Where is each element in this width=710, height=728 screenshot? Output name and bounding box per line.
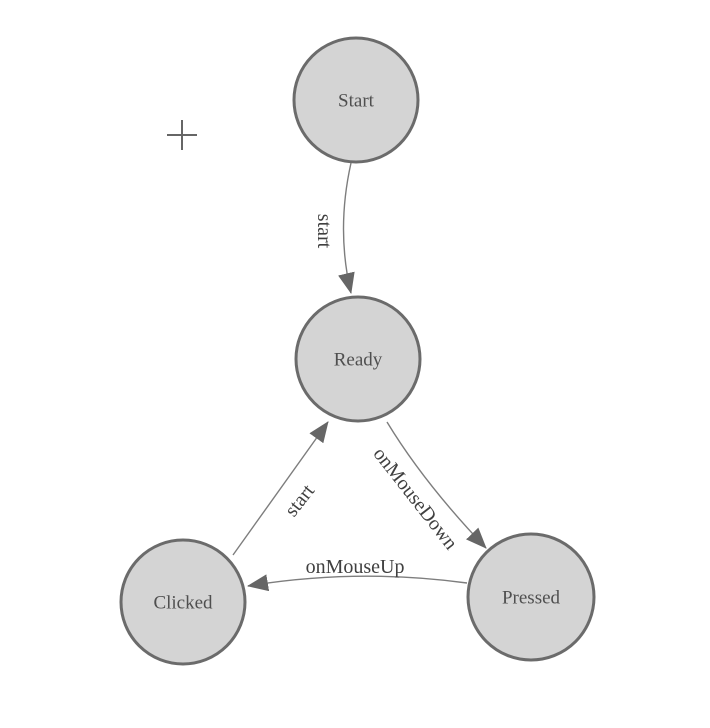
node-circle[interactable] <box>119 538 247 666</box>
edge-path[interactable] <box>247 574 468 592</box>
edge-path[interactable] <box>386 421 487 549</box>
node-circle[interactable] <box>294 295 422 423</box>
node-label: Clicked <box>153 593 213 614</box>
edge-label: onMouseUp <box>306 556 405 578</box>
node-label: Ready <box>334 350 383 371</box>
node-pressed[interactable]: Pressed <box>466 532 596 662</box>
node-circle[interactable] <box>292 36 420 164</box>
edge-clicked-to-ready[interactable]: start <box>232 421 329 556</box>
edge-path[interactable] <box>338 162 355 294</box>
node-ready[interactable]: Ready <box>294 295 422 423</box>
edge-path[interactable] <box>232 421 329 556</box>
edge-ready-to-pressed[interactable]: onMouseDown <box>369 421 487 554</box>
edge-label: start <box>313 214 335 249</box>
node-circle[interactable] <box>466 532 596 662</box>
node-clicked[interactable]: Clicked <box>119 538 247 666</box>
origin-crosshair-icon <box>167 120 197 150</box>
edge-label: start <box>281 480 320 521</box>
node-label: Start <box>338 91 375 112</box>
edge-pressed-to-clicked[interactable]: onMouseUp <box>247 556 468 592</box>
node-label: Pressed <box>502 588 561 609</box>
edge-label: onMouseDown <box>369 443 462 554</box>
node-start[interactable]: Start <box>292 36 420 164</box>
edge-start-to-ready[interactable]: start <box>313 162 355 294</box>
